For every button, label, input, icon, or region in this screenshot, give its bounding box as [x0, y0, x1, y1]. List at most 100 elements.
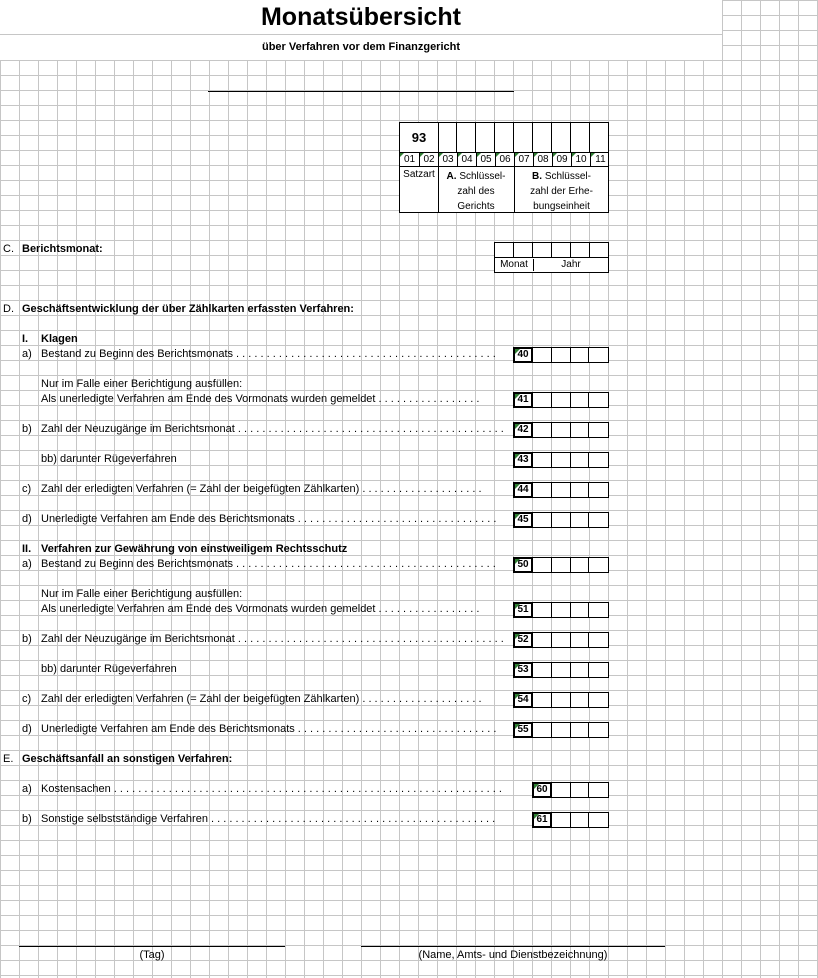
- key-b-line3: bungseinheit: [533, 201, 590, 212]
- satzart-label: Satzart: [403, 169, 435, 180]
- date-label: (Tag): [139, 949, 165, 961]
- value-input[interactable]: [532, 692, 609, 708]
- key-b-line2: zahl der Erhe-: [530, 186, 593, 197]
- key-b-label: B. Schlüssel- zahl der Erhe- bungseinhei…: [514, 169, 609, 214]
- name-label: (Name, Amts- und Dienstbezeichnung): [418, 949, 608, 961]
- value-input[interactable]: [532, 452, 609, 468]
- column-number: 11: [591, 153, 610, 168]
- column-number: 04: [458, 153, 477, 168]
- row-letter: c): [22, 693, 32, 705]
- line-code: 43: [513, 452, 533, 468]
- line-code: 53: [513, 662, 533, 678]
- part1-heading: Klagen: [41, 333, 78, 345]
- row-letter: d): [22, 723, 32, 735]
- column-number: 03: [439, 153, 458, 168]
- row-letter: d): [22, 513, 32, 525]
- key-a-label: A. Schlüssel- zahl des Gerichts: [438, 169, 514, 214]
- line-code: 42: [513, 422, 533, 438]
- value-input[interactable]: [532, 632, 609, 648]
- value-input[interactable]: [532, 482, 609, 498]
- section-c-letter: C.: [3, 243, 14, 255]
- value-input[interactable]: [532, 392, 609, 408]
- name-signature-line[interactable]: [361, 946, 665, 947]
- line-code: 40: [513, 347, 533, 363]
- date-signature-line[interactable]: [19, 946, 285, 947]
- monat-label: Monat: [495, 259, 534, 271]
- key-a-prefix: A.: [446, 171, 457, 182]
- report-month-input[interactable]: [494, 242, 609, 258]
- value-input[interactable]: [551, 782, 609, 798]
- row-label: bb) darunter Rügeverfahren: [41, 663, 177, 675]
- column-number: 06: [496, 153, 515, 168]
- row-label: bb) darunter Rügeverfahren: [41, 453, 177, 465]
- row-label: Bestand zu Beginn des Berichtsmonats . .…: [41, 558, 496, 570]
- value-input[interactable]: [532, 512, 609, 528]
- row-label: Unerledigte Verfahren am Ende des Berich…: [41, 723, 497, 735]
- line-code: 55: [513, 722, 533, 738]
- key-a-line3: Gerichts: [457, 201, 495, 212]
- value-input[interactable]: [532, 662, 609, 678]
- key-input-cells[interactable]: [438, 123, 609, 152]
- row-label: Zahl der Neuzugänge im Berichtsmonat . .…: [41, 423, 504, 435]
- report-month-labels: Monat Jahr: [494, 257, 609, 273]
- part2-roman: II.: [22, 543, 32, 555]
- satz-value[interactable]: 93: [400, 123, 439, 152]
- line-code: 44: [513, 482, 533, 498]
- line-code: 45: [513, 512, 533, 528]
- row-letter: c): [22, 483, 32, 495]
- row-label: Kostensachen . . . . . . . . . . . . . .…: [41, 783, 502, 795]
- row-label: Nur im Falle einer Berichtigung ausfülle…: [41, 378, 243, 390]
- row-label: Nur im Falle einer Berichtigung ausfülle…: [41, 588, 243, 600]
- section-e-label: Geschäftsanfall an sonstigen Verfahren:: [22, 753, 233, 765]
- column-number: 10: [572, 153, 591, 168]
- row-label: Zahl der erledigten Verfahren (= Zahl de…: [41, 483, 482, 495]
- line-code: 41: [513, 392, 533, 408]
- row-letter: b): [22, 633, 32, 645]
- section-d-label: Geschäftsentwicklung der über Zählkarten…: [22, 303, 354, 315]
- key-description-row: Satzart A. Schlüssel- zahl des Gerichts …: [399, 166, 609, 213]
- court-name-line[interactable]: [208, 91, 514, 92]
- line-code: 54: [513, 692, 533, 708]
- line-code: 52: [513, 632, 533, 648]
- row-label: Zahl der Neuzugänge im Berichtsmonat . .…: [41, 633, 504, 645]
- row-label: Sonstige selbstständige Verfahren . . . …: [41, 813, 496, 825]
- value-input[interactable]: [532, 602, 609, 618]
- key-a-line2: zahl des: [457, 186, 495, 197]
- key-value-row: 93: [399, 122, 609, 153]
- line-code: 61: [532, 812, 552, 828]
- page-title: Monatsübersicht: [0, 0, 723, 35]
- value-input[interactable]: [551, 812, 609, 828]
- value-input[interactable]: [532, 722, 609, 738]
- row-letter: a): [22, 558, 32, 570]
- row-label: Unerledigte Verfahren am Ende des Berich…: [41, 513, 497, 525]
- row-label: Zahl der erledigten Verfahren (= Zahl de…: [41, 693, 482, 705]
- row-letter: a): [22, 348, 32, 360]
- key-b-prefix: B.: [532, 171, 543, 182]
- column-number: 02: [420, 153, 439, 168]
- row-letter: a): [22, 783, 32, 795]
- value-input[interactable]: [532, 347, 609, 363]
- row-label: Bestand zu Beginn des Berichtsmonats . .…: [41, 348, 496, 360]
- row-letter: b): [22, 813, 32, 825]
- column-number: 09: [553, 153, 572, 168]
- section-e-letter: E.: [3, 753, 14, 765]
- row-letter: b): [22, 423, 32, 435]
- row-label: Als unerledigte Verfahren am Ende des Vo…: [41, 393, 480, 405]
- line-code: 50: [513, 557, 533, 573]
- column-number: 07: [515, 153, 534, 168]
- line-code: 51: [513, 602, 533, 618]
- key-a-line1: Schlüssel-: [459, 171, 506, 182]
- section-d-letter: D.: [3, 303, 14, 315]
- value-input[interactable]: [532, 422, 609, 438]
- section-c-label: Berichtsmonat:: [22, 243, 103, 255]
- value-input[interactable]: [532, 557, 609, 573]
- line-code: 60: [532, 782, 552, 798]
- column-number: 05: [477, 153, 496, 168]
- column-number: 01: [400, 153, 420, 168]
- column-number: 08: [534, 153, 553, 168]
- jahr-label: Jahr: [561, 259, 581, 270]
- key-b-line1: Schlüssel-: [544, 171, 591, 182]
- page-subtitle: über Verfahren vor dem Finanzgericht: [0, 35, 723, 60]
